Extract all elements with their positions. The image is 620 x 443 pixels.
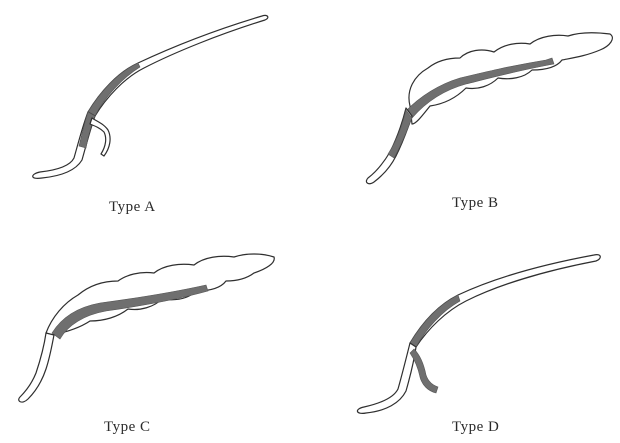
stem-outline (410, 255, 600, 347)
caption-type-c: Type C (104, 419, 151, 436)
drawing-type-d (310, 221, 620, 443)
panel-type-c: Type C (0, 221, 310, 443)
shaded-side-branch (410, 349, 438, 393)
panel-type-d: Type D (310, 221, 620, 443)
envelope-outline (409, 33, 612, 124)
stem-outline (88, 15, 268, 116)
shaded-stem-region (410, 295, 460, 347)
caption-type-a: Type A (109, 199, 156, 216)
panel-type-a: Type A (0, 0, 310, 221)
drawing-type-b (310, 0, 620, 221)
caption-type-d: Type D (452, 419, 499, 436)
base-outline (19, 333, 54, 402)
base-outline (357, 343, 416, 413)
side-branch (90, 118, 110, 156)
drawing-type-c (0, 221, 310, 443)
caption-type-b: Type B (452, 195, 499, 212)
shaded-base-region (388, 110, 412, 158)
drawing-type-a (0, 0, 310, 221)
panel-type-b: Type B (310, 0, 620, 221)
